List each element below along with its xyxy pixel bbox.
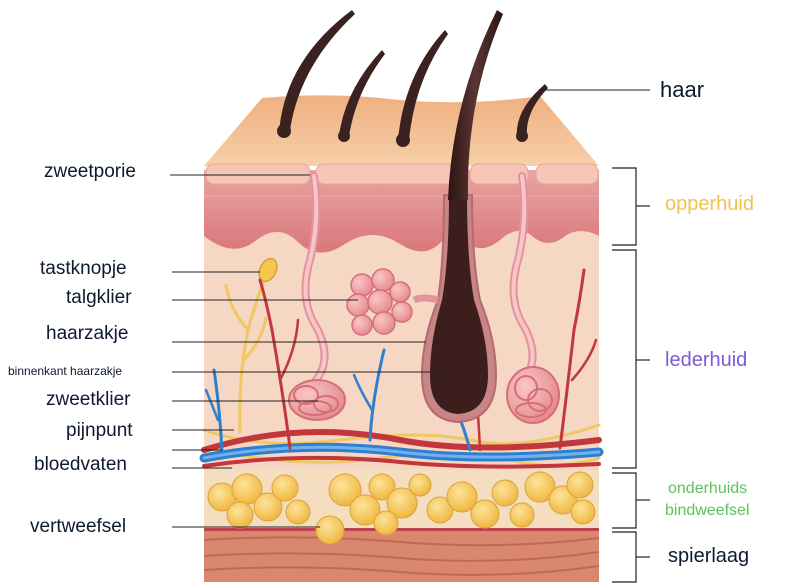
layer-spierlaag: spierlaag <box>668 545 750 567</box>
layer-opperhuid: opperhuid <box>665 193 754 215</box>
label-binnenkant-haarzakje: binnenkant haarzakje <box>8 364 123 378</box>
onderhuids-bindweefsel-tissue <box>204 470 599 545</box>
label-haar: haar <box>660 77 705 102</box>
label-tastknopje: tastknopje <box>40 258 127 279</box>
label-zweetporie: zweetporie <box>44 161 136 182</box>
layer-brackets <box>612 167 650 583</box>
leader-lines <box>170 89 650 528</box>
label-vertweefsel: vertweefsel <box>30 516 127 537</box>
label-zweetklier: zweetklier <box>46 389 131 410</box>
sweat-gland-left <box>288 379 346 421</box>
talgklier-body <box>346 268 413 336</box>
sweat-gland-right <box>506 366 560 424</box>
tastknopje-body <box>258 257 278 283</box>
label-pijnpunt: pijnpunt <box>66 420 133 441</box>
layer-bindweefsel: bindweefsel <box>665 502 750 519</box>
label-talgklier: talgklier <box>66 287 132 308</box>
hair-strands <box>277 10 548 200</box>
opperhuid-tissue <box>204 170 599 253</box>
layer-onderhuids: onderhuids <box>668 480 748 497</box>
spierlaag-tissue <box>203 526 600 582</box>
layer-lederhuid: lederhuid <box>665 349 748 371</box>
label-haarzakje: haarzakje <box>46 323 129 344</box>
label-bloedvaten: bloedvaten <box>34 454 127 475</box>
